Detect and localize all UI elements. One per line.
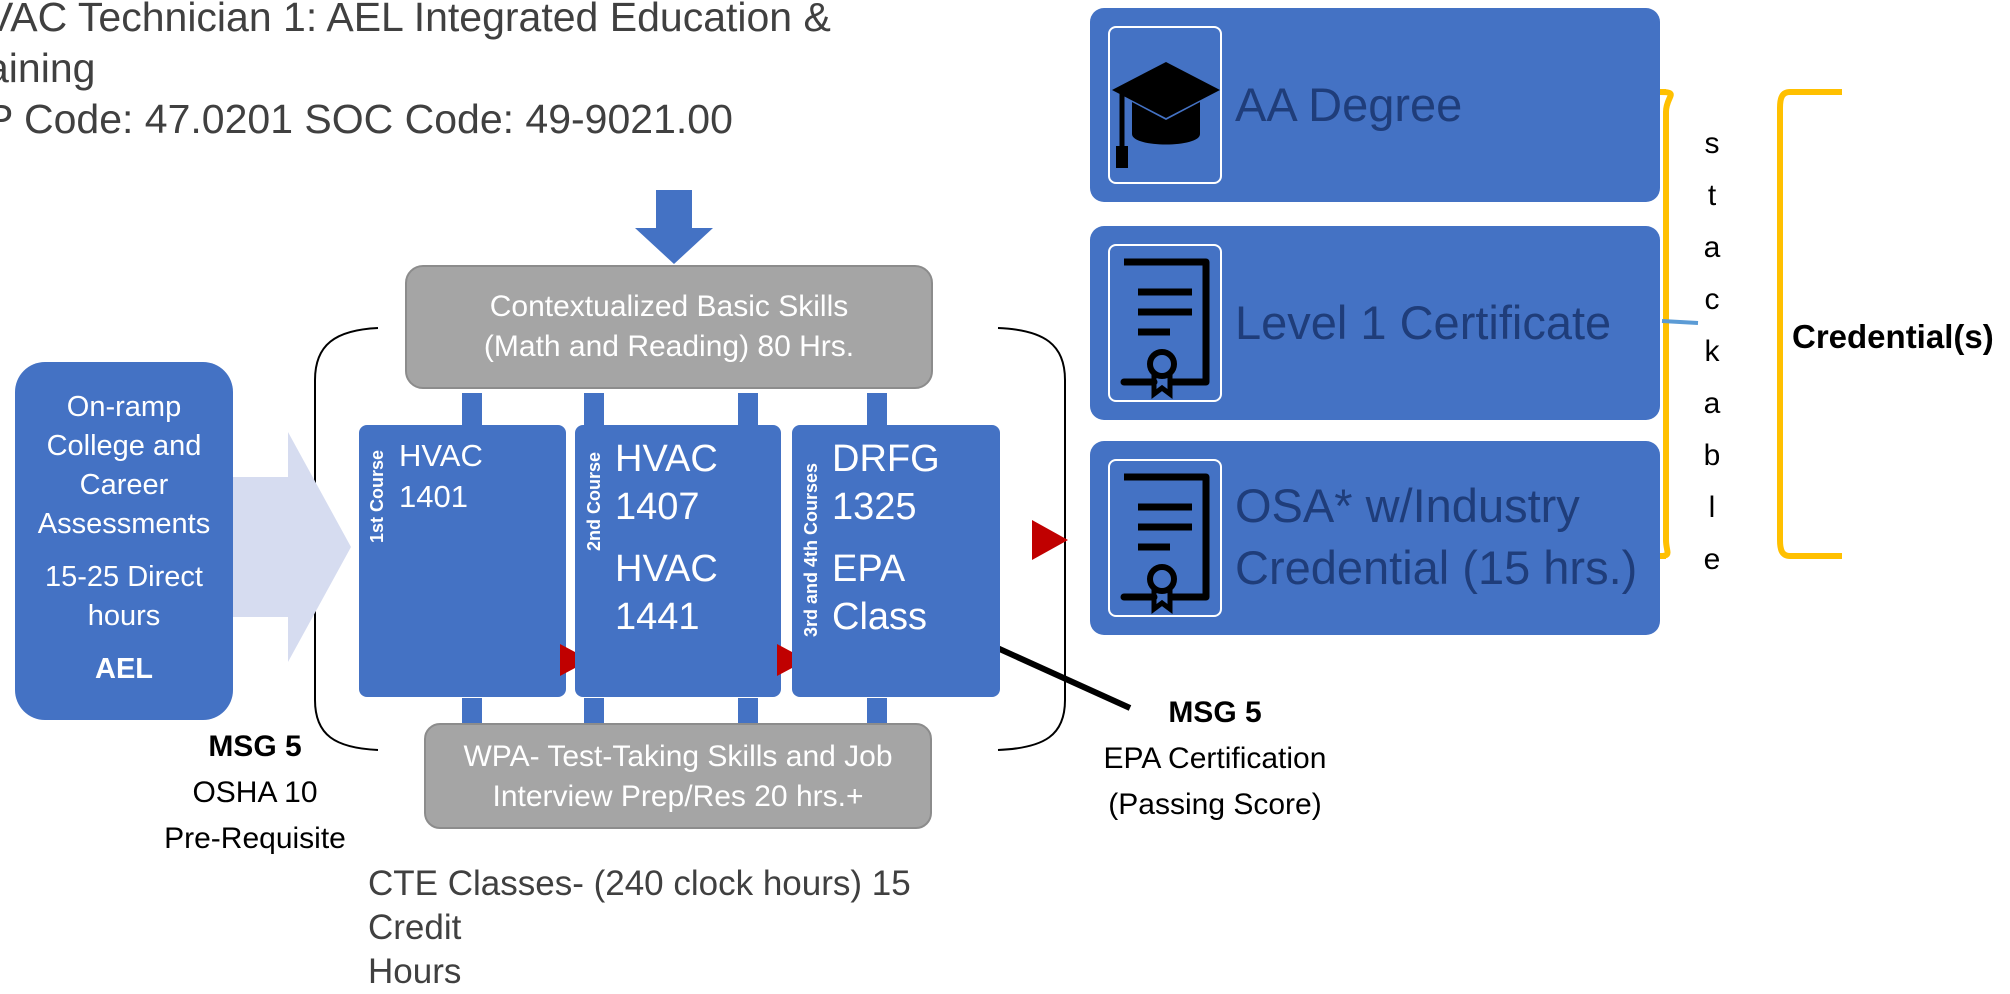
- cte-caption: CTE Classes- (240 clock hours) 15 Credit…: [368, 862, 1008, 994]
- stackable-letter: l: [1708, 491, 1716, 524]
- course-2-line-4: 1441: [615, 596, 700, 638]
- stackable-letter: s: [1704, 127, 1720, 160]
- course-1-line-2: 1401: [399, 479, 468, 514]
- prerequisite-label: MSG 5 OSHA 10 Pre-Requisite: [150, 724, 360, 862]
- course-3-line-3: EPA Class: [832, 548, 928, 638]
- onramp-line-4: Assessments: [37, 508, 211, 540]
- credential-level-1-label: Level 1 Certificate: [1235, 296, 1612, 349]
- connector-top-2: [584, 393, 604, 425]
- stackable-letter: t: [1707, 179, 1717, 212]
- course-2-box: 2nd Course HVAC 1407 HVAC 1441: [575, 425, 781, 697]
- cte-line-2: Hours: [368, 952, 462, 991]
- onramp-line-7: AEL: [95, 653, 153, 685]
- stackable-letter: a: [1703, 231, 1721, 264]
- certificate-icon: [1108, 244, 1222, 402]
- course-2-line-1: HVAC: [615, 438, 718, 480]
- credential-osa-industry: OSA* w/Industry Credential (15 hrs.): [1090, 441, 1660, 635]
- graduation-cap-icon: [1108, 26, 1222, 184]
- credential-osa-line-2: Credential (15 hrs.): [1235, 541, 1638, 594]
- connector-bottom-3: [738, 698, 758, 724]
- course-3-line-2: 1325: [832, 486, 917, 528]
- stackable-letter: k: [1704, 335, 1720, 368]
- course-1-line-1: HVAC: [399, 438, 483, 473]
- course-3-box: 3rd and 4th Courses DRFG 1325 EPA Class: [792, 425, 1000, 697]
- credential-aa-degree: AA Degree: [1090, 8, 1660, 202]
- epa-line-1: EPA Certification: [1103, 742, 1327, 775]
- course-2-line-2: 1407: [615, 486, 700, 528]
- prereq-msg: MSG 5: [208, 730, 302, 763]
- title-line-3: P Code: 47.0201 SOC Code: 49-9021.00: [0, 96, 733, 142]
- connector-bottom-2: [584, 698, 604, 724]
- basic-skills-line-1: Contextualized Basic Skills: [489, 290, 849, 323]
- course-1-box: 1st Course HVAC 1401: [359, 425, 566, 697]
- connector-top-4: [867, 393, 887, 425]
- connector-top-3: [738, 393, 758, 425]
- stackable-letter: c: [1704, 283, 1720, 316]
- stackable-label: s t a c k a b l e: [1697, 118, 1727, 586]
- cte-line-1: CTE Classes- (240 clock hours) 15 Credit: [368, 864, 911, 947]
- course-2-line-3: HVAC: [615, 548, 718, 590]
- stackable-letter: a: [1703, 387, 1721, 420]
- course-1-side-label: 1st Course: [367, 449, 387, 543]
- course-3-side-label: 3rd and 4th Courses: [801, 462, 821, 637]
- stackable-bracket: [1659, 89, 1674, 559]
- onramp-line-1: On-ramp: [66, 391, 182, 423]
- title-line-1: VAC Technician 1: AEL Integrated Educati…: [0, 0, 831, 40]
- onramp-line-6: hours: [87, 600, 161, 632]
- wpa-box: WPA- Test-Taking Skills and Job Intervie…: [424, 723, 932, 829]
- connector-top-1: [462, 393, 482, 425]
- credential-osa-line-1: OSA* w/Industry: [1235, 479, 1580, 532]
- credential-bracket: [1777, 89, 1842, 559]
- down-arrow: [635, 190, 713, 264]
- epa-msg: MSG 5: [1168, 696, 1262, 729]
- epa-certification-label: MSG 5 EPA Certification (Passing Score): [1075, 690, 1355, 828]
- connector-bottom-4: [867, 698, 887, 724]
- basic-skills-line-2: (Math and Reading) 80 Hrs.: [483, 330, 855, 363]
- connector-bottom-1: [462, 698, 482, 724]
- course-3-line-1: DRFG: [832, 438, 940, 480]
- onramp-line-5: 15-25 Direct: [45, 561, 203, 593]
- level1-connector: [1661, 319, 1699, 325]
- stackable-letter: e: [1703, 543, 1721, 576]
- stackable-letter: b: [1703, 439, 1721, 472]
- prereq-line-1: OSHA 10: [192, 776, 318, 809]
- epa-line-2: (Passing Score): [1108, 788, 1322, 821]
- credentials-label: Credential(s): [1792, 318, 1994, 355]
- credential-aa-degree-label: AA Degree: [1235, 78, 1463, 131]
- title-line-2: aining: [0, 45, 96, 91]
- red-arrow-to-credentials: [1032, 520, 1068, 560]
- wpa-line-1: WPA- Test-Taking Skills and Job: [463, 740, 893, 773]
- certificate-icon: [1108, 459, 1222, 617]
- course-2-side-label: 2nd Course: [584, 451, 604, 551]
- page-title: VAC Technician 1: AEL Integrated Educati…: [0, 0, 886, 145]
- credential-level-1-certificate: Level 1 Certificate: [1090, 226, 1660, 420]
- onramp-line-2: College and: [46, 430, 202, 462]
- wpa-line-2: Interview Prep/Res 20 hrs.+: [492, 780, 864, 813]
- onramp-arrow: [233, 432, 351, 662]
- basic-skills-box: Contextualized Basic Skills (Math and Re…: [405, 265, 933, 389]
- onramp-line-3: Career: [79, 469, 169, 501]
- prereq-line-2: Pre-Requisite: [164, 822, 346, 855]
- onramp-box: On-ramp College and Career Assessments 1…: [15, 362, 233, 720]
